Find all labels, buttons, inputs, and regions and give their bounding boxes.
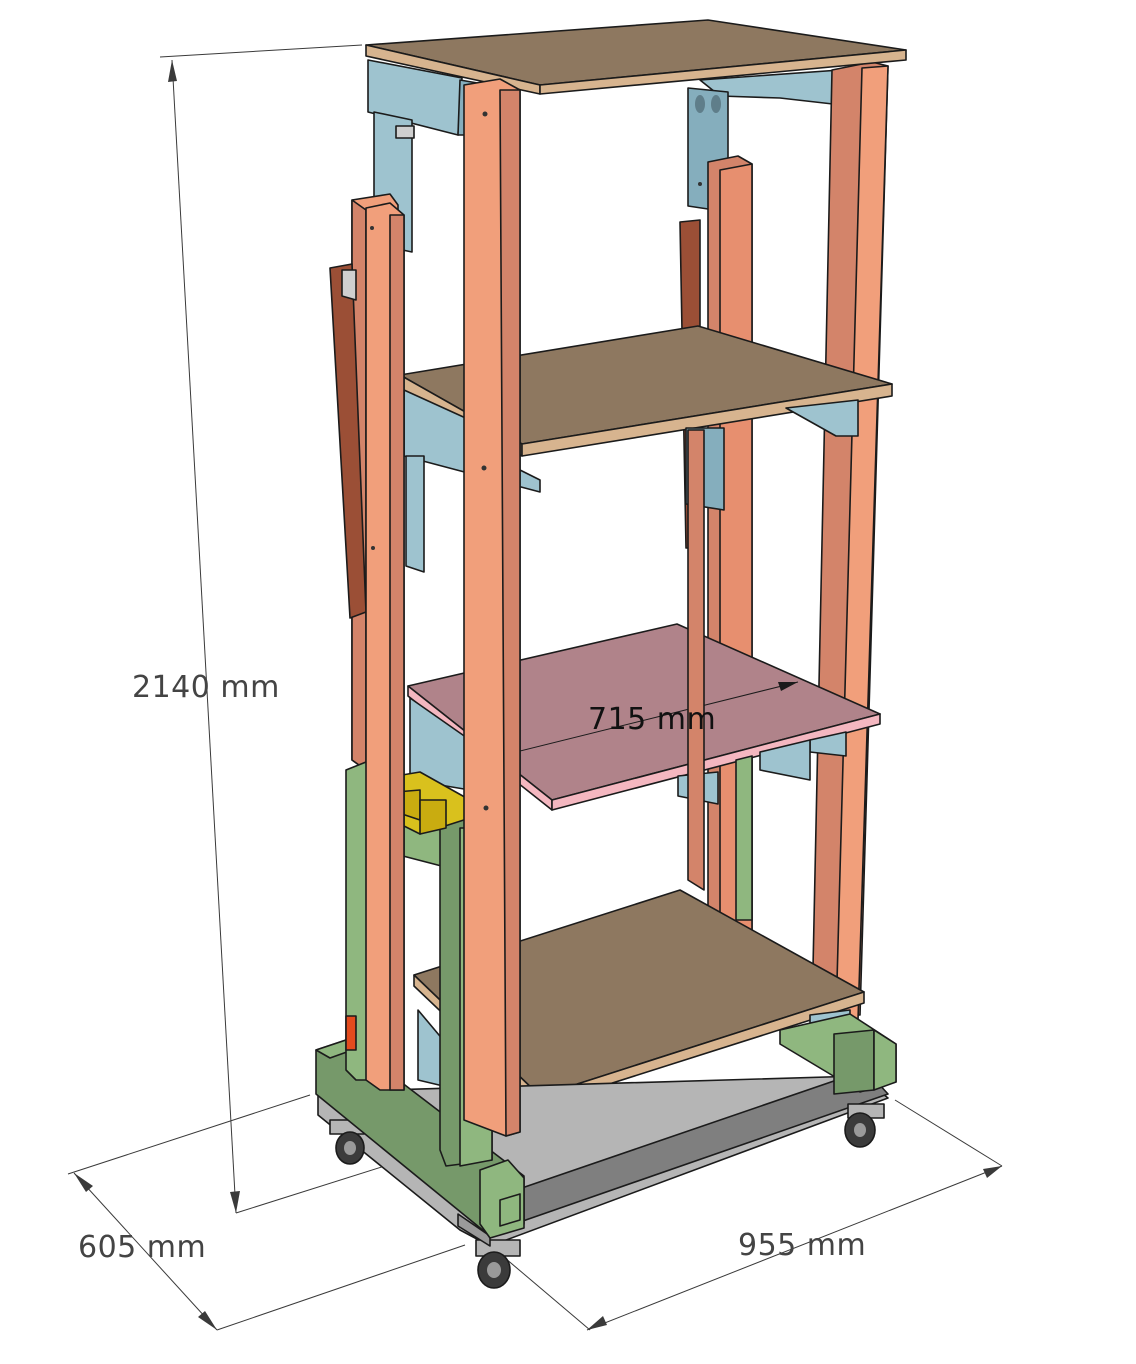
caster-front-left <box>475 1239 521 1289</box>
width-label: 955 mm <box>738 1228 867 1263</box>
green-base-right <box>779 1013 897 1095</box>
width-dimension-line <box>504 1099 1003 1331</box>
height-dimension-line <box>159 44 389 1214</box>
front-right-post <box>687 429 705 891</box>
height-label: 2140 mm <box>132 670 280 705</box>
base-front-rail <box>499 1193 521 1227</box>
caster-back-right <box>844 1103 885 1148</box>
shelf-width-label: 715 mm <box>588 702 717 737</box>
front-left-post <box>365 78 702 1137</box>
red-clip <box>345 1015 357 1051</box>
right-rear-post <box>811 61 889 1021</box>
rear-green-rail <box>735 755 753 921</box>
depth-dimension-line <box>67 1094 466 1331</box>
depth-label: 605 mm <box>78 1230 207 1265</box>
top-shelf <box>365 19 907 95</box>
